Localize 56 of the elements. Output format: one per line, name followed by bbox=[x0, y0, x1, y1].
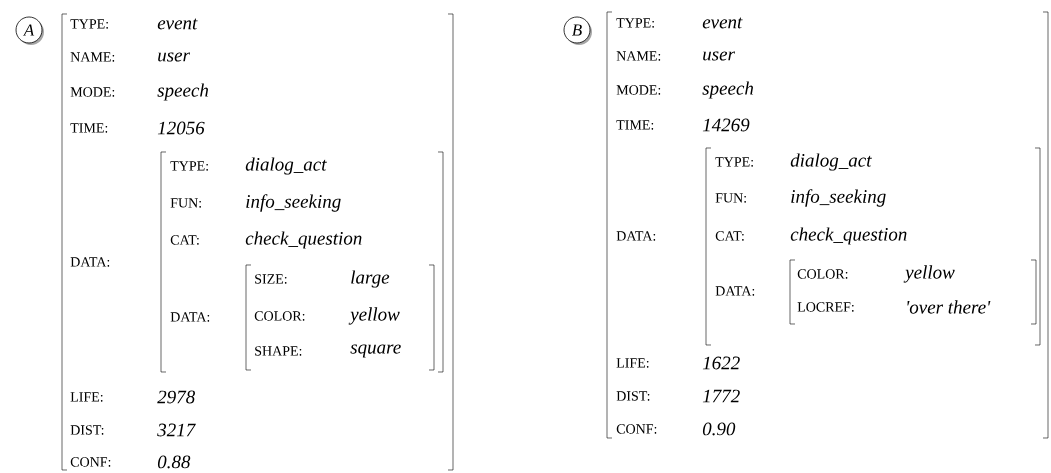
feature-value: speech bbox=[157, 83, 209, 101]
feature-value: square bbox=[350, 344, 401, 358]
feature-name: CAT: bbox=[170, 235, 199, 245]
feature-name: TIME: bbox=[616, 120, 654, 130]
feature-value: yellow bbox=[903, 265, 955, 283]
feature-name: CONF: bbox=[70, 457, 111, 467]
feature-name: CAT: bbox=[715, 231, 744, 241]
feature-value: info_seeking bbox=[246, 194, 341, 212]
feature-name: DATA: bbox=[70, 257, 110, 267]
feature-name: DATA: bbox=[616, 231, 656, 241]
feature-name: TIME: bbox=[70, 123, 108, 133]
feature-value: 1772 bbox=[702, 389, 740, 403]
feature-value: 0.88 bbox=[157, 455, 191, 469]
feature-name: SHAPE: bbox=[255, 346, 302, 356]
feature-value: check_question bbox=[790, 227, 907, 245]
feature-name: TYPE: bbox=[170, 161, 208, 171]
feature-name: MODE: bbox=[70, 87, 115, 97]
feature-name: FUN: bbox=[715, 193, 746, 203]
feature-value: 'over there' bbox=[907, 300, 991, 314]
feature-name: NAME: bbox=[616, 51, 661, 61]
feature-name: DIST: bbox=[70, 425, 104, 435]
feature-name: NAME: bbox=[70, 52, 115, 62]
feature-name: MODE: bbox=[616, 85, 661, 95]
feature-value: event bbox=[702, 17, 743, 29]
feature-value: 3217 bbox=[157, 423, 196, 437]
feature-value: 14269 bbox=[702, 118, 750, 132]
feature-value: 0.90 bbox=[702, 422, 736, 436]
feature-name: TYPE: bbox=[70, 19, 108, 29]
feature-name: LOCREF: bbox=[797, 302, 854, 312]
feature-value: 12056 bbox=[157, 121, 205, 135]
feature-value: 1622 bbox=[702, 356, 740, 370]
feature-value: dialog_act bbox=[790, 153, 872, 171]
feature-value: 2978 bbox=[157, 390, 195, 404]
feature-name: LIFE: bbox=[70, 392, 103, 402]
feature-name: DATA: bbox=[715, 286, 755, 296]
feature-name: DIST: bbox=[616, 391, 650, 401]
feature-name: CONF: bbox=[616, 424, 657, 434]
feature-name: COLOR: bbox=[254, 311, 305, 321]
feature-value: yellow bbox=[348, 307, 400, 325]
feature-value: info_seeking bbox=[791, 189, 886, 207]
feature-name: LIFE: bbox=[616, 358, 649, 368]
feature-name: DATA: bbox=[170, 312, 210, 322]
feature-value: large bbox=[351, 270, 390, 288]
feature-value: dialog_act bbox=[245, 157, 327, 175]
feature-name: COLOR: bbox=[797, 269, 848, 279]
feature-name: SIZE: bbox=[255, 274, 287, 284]
feature-name: TYPE: bbox=[715, 157, 753, 167]
circled-letter: B bbox=[563, 16, 592, 45]
feature-value: check_question bbox=[245, 231, 362, 249]
feature-value: event bbox=[157, 18, 198, 30]
feature-name: FUN: bbox=[170, 198, 201, 208]
feature-value: user bbox=[703, 51, 735, 61]
circled-letter: A bbox=[15, 16, 44, 45]
feature-value: user bbox=[158, 52, 190, 62]
feature-name: TYPE: bbox=[616, 18, 654, 28]
feature-value: speech bbox=[702, 81, 754, 99]
